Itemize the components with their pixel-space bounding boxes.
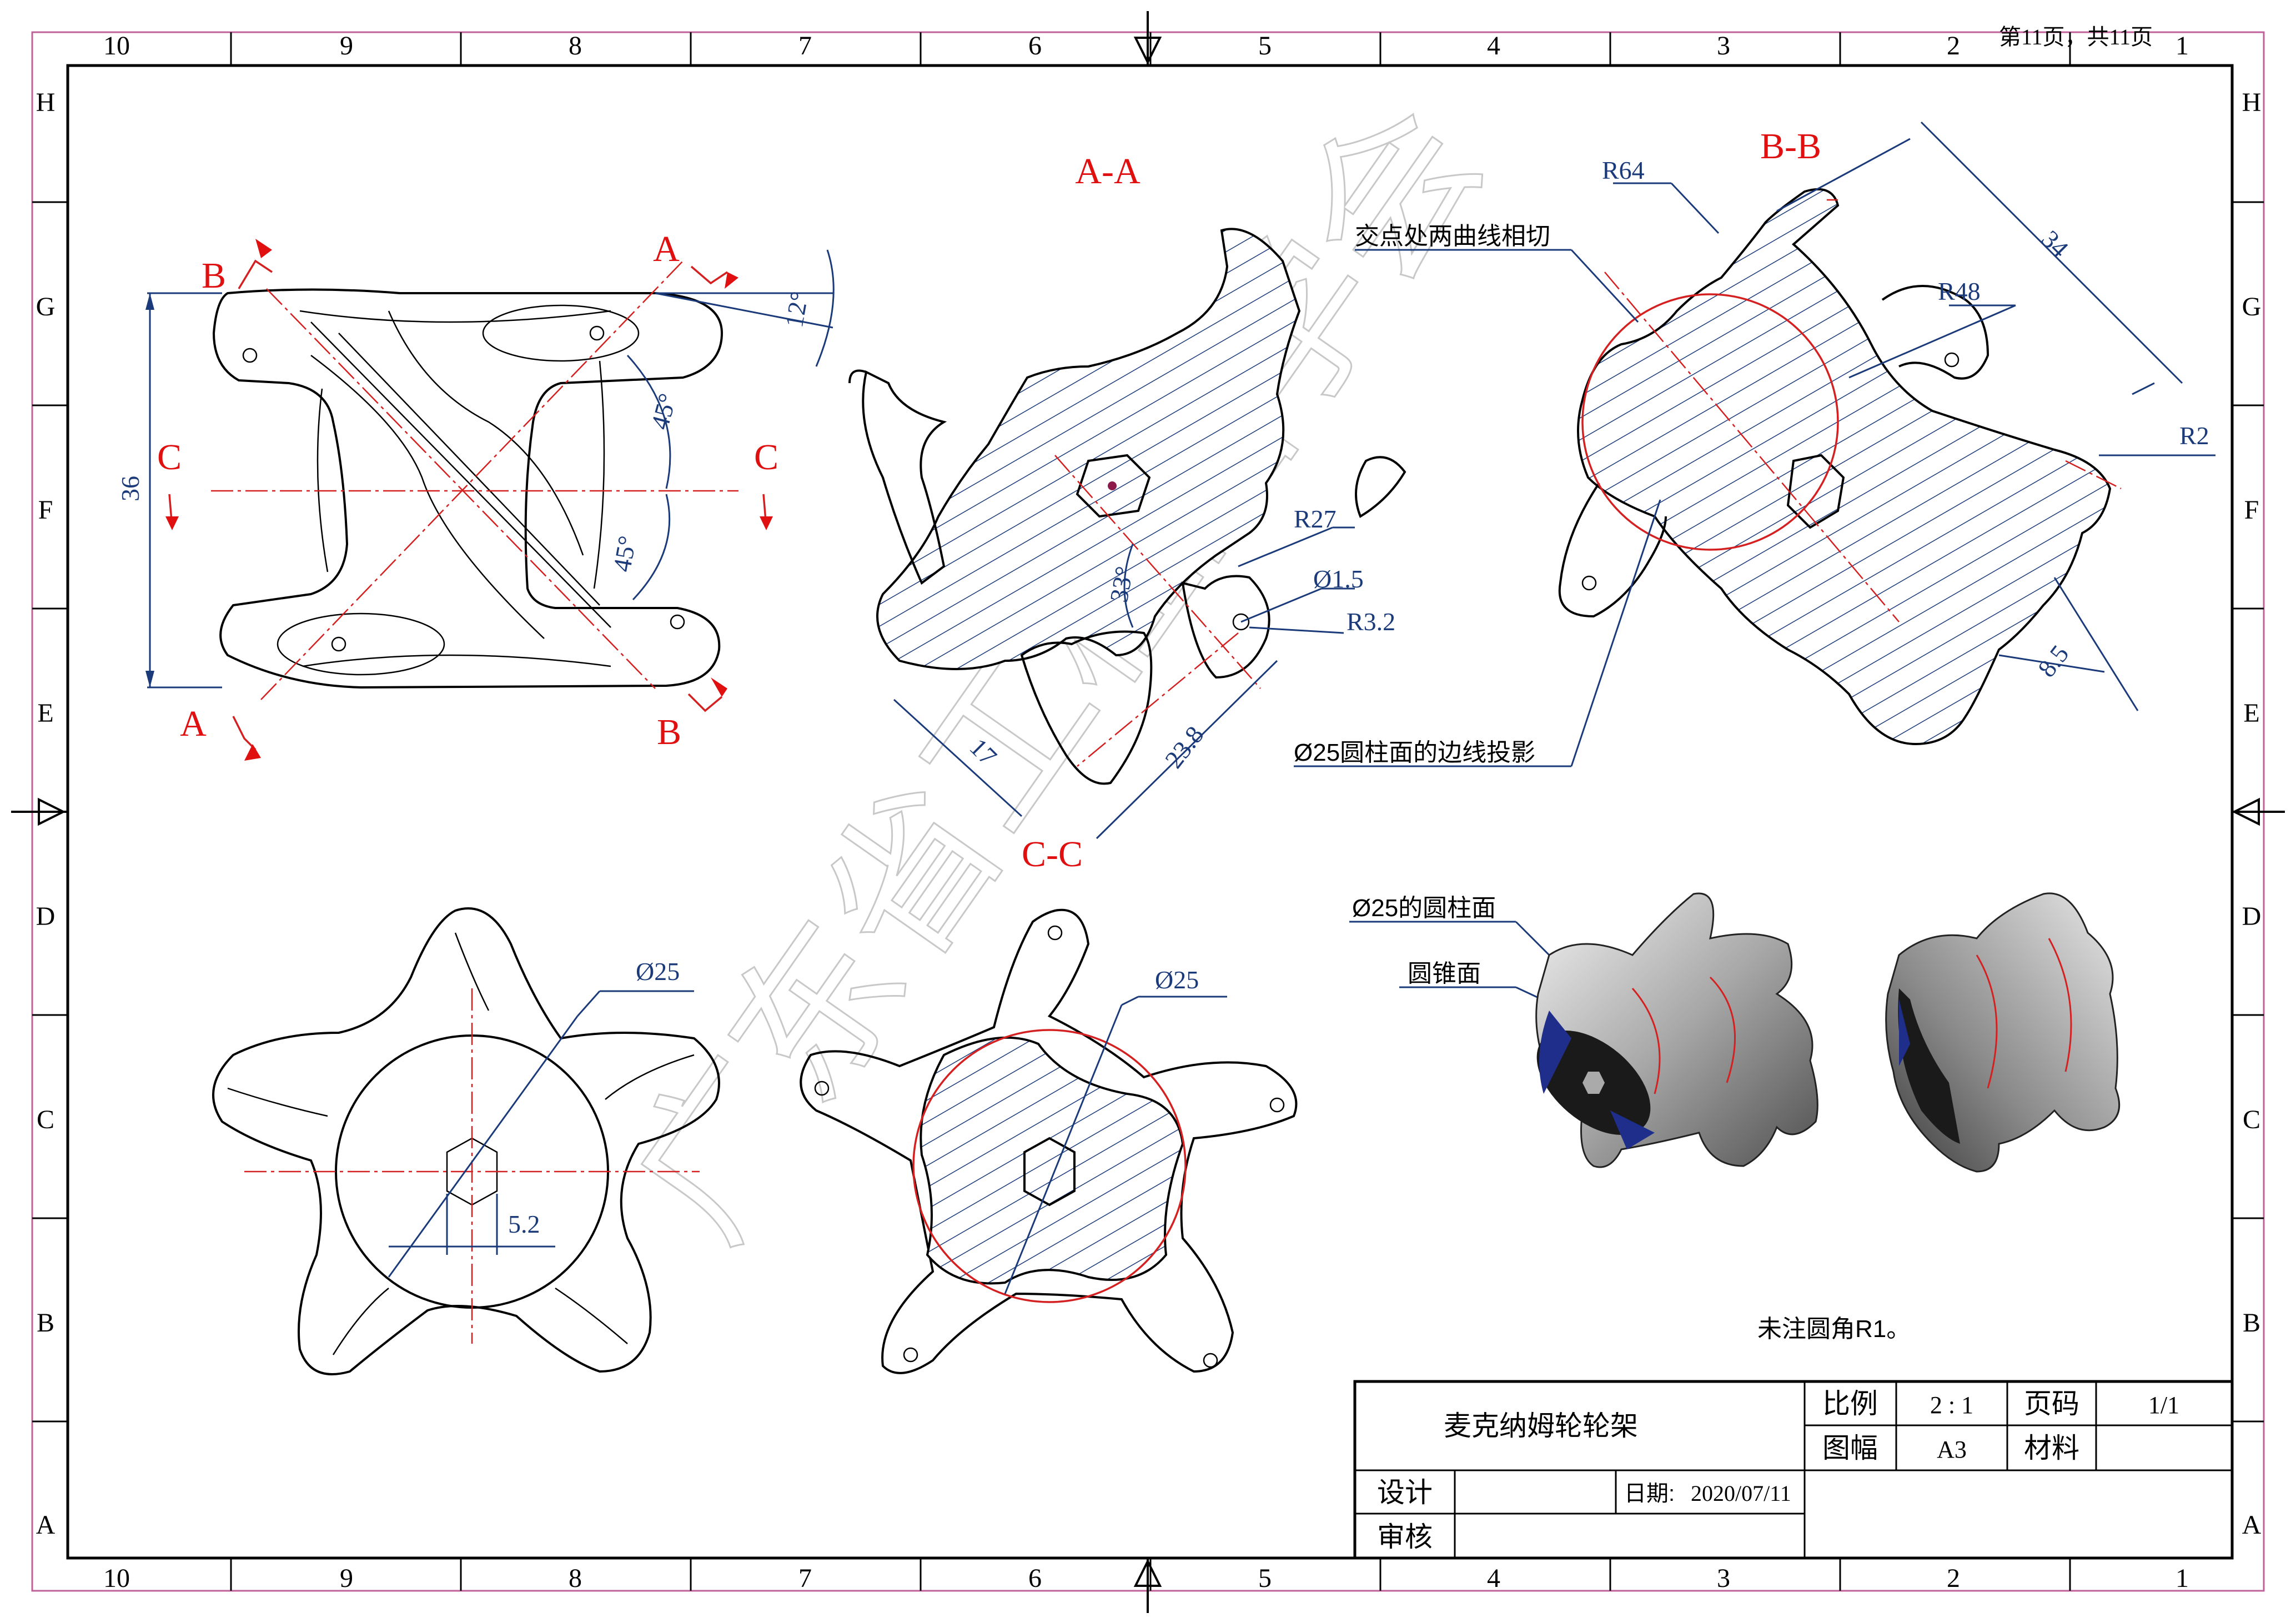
dim-5-2: 5.2: [508, 1210, 540, 1238]
section-title-bb: B-B: [1760, 126, 1821, 167]
note-cone-face: 圆锥面: [1408, 960, 1481, 987]
zone-labels-top: 10 9 8 7 6 5 4 3 2 1: [103, 31, 2189, 61]
zone-col-7: 7: [798, 1564, 812, 1593]
front-view: [145, 239, 835, 761]
zone-row-b: B: [37, 1308, 54, 1338]
dim-45-deg-lower: 45°: [607, 534, 641, 574]
dim-r48: R48: [1938, 277, 1981, 305]
page-value: 1/1: [2148, 1391, 2179, 1419]
reviewer-label: 审核: [1377, 1521, 1433, 1552]
scale-label: 比例: [1822, 1388, 1878, 1419]
dim-dia-25-right: Ø25: [1155, 966, 1199, 994]
zone-col-2: 2: [1947, 1564, 1960, 1593]
date-label: 日期:: [1624, 1481, 1675, 1506]
zone-col-5: 5: [1258, 1564, 1272, 1593]
zone-col-7: 7: [798, 31, 812, 61]
note-edge-projection: Ø25圆柱面的边线投影: [1294, 739, 1535, 766]
section-mark-c-right: C: [754, 437, 778, 478]
dim-23-8: 23.8: [1159, 721, 1209, 773]
zone-col-8: 8: [569, 31, 582, 61]
zone-col-4: 4: [1487, 1564, 1500, 1593]
dim-dia-25-left: Ø25: [636, 957, 680, 986]
zone-col-4: 4: [1487, 31, 1500, 61]
zone-row-c: C: [37, 1105, 54, 1134]
zone-row-g: G: [2242, 292, 2262, 321]
zone-col-5: 5: [1258, 31, 1272, 61]
zone-labels-left: H G F E D C B A: [36, 88, 56, 1540]
note-tangent: 交点处两曲线相切: [1355, 223, 1550, 250]
zone-col-9: 9: [340, 31, 353, 61]
dim-12-deg: 12°: [780, 289, 813, 329]
dim-r3-2: R3.2: [1347, 607, 1395, 636]
section-aa-view: [848, 228, 1406, 840]
zone-row-h: H: [36, 88, 56, 117]
format-value: A3: [1937, 1436, 1967, 1463]
drawing-title: 麦克纳姆轮轮架: [1444, 1410, 1638, 1441]
zone-col-2: 2: [1947, 31, 1960, 61]
section-mark-b-bottom: B: [657, 712, 681, 752]
zone-row-d: D: [2242, 902, 2262, 931]
date-value: 2020/07/11: [1691, 1481, 1791, 1506]
zone-col-6: 6: [1028, 31, 1042, 61]
zone-labels-right: H G F E D C B A: [2242, 88, 2262, 1540]
zone-row-b: B: [2243, 1308, 2260, 1338]
iso-render-left: [1535, 892, 1818, 1168]
zone-row-h: H: [2242, 88, 2262, 117]
dim-45-deg-upper: 45°: [645, 390, 682, 432]
note-fillet: 未注圆角R1。: [1757, 1315, 1911, 1343]
dim-33-deg: 33°: [1104, 564, 1138, 604]
zone-row-e: E: [2243, 699, 2259, 728]
zone-labels-bottom: 10 9 8 7 6 5 4 3 2 1: [103, 1564, 2189, 1593]
star-view-section: [800, 908, 1298, 1374]
section-title-cc: C-C: [1022, 834, 1083, 875]
zone-col-9: 9: [340, 1564, 353, 1593]
dim-r64: R64: [1602, 156, 1645, 184]
zone-row-e: E: [37, 699, 53, 728]
section-bb-view: [1558, 121, 2215, 746]
zone-col-3: 3: [1717, 1564, 1730, 1593]
section-mark-b-top: B: [202, 255, 226, 296]
page-info: 第11页，共11页: [1999, 24, 2153, 49]
zone-col-10: 10: [103, 1564, 130, 1593]
zone-col-3: 3: [1717, 31, 1730, 61]
section-mark-a-top: A: [653, 229, 680, 269]
zone-row-a: A: [36, 1510, 56, 1540]
zone-col-1: 1: [2176, 1564, 2189, 1593]
zone-row-g: G: [36, 292, 56, 321]
title-block: [1353, 1380, 2234, 1560]
zone-row-f: F: [2244, 495, 2259, 525]
page-label: 页码: [2024, 1388, 2079, 1419]
dim-dia-1-5: Ø1.5: [1313, 565, 1364, 593]
section-mark-a-bottom: A: [180, 704, 207, 744]
zone-col-10: 10: [103, 31, 130, 61]
zone-row-a: A: [2242, 1510, 2262, 1540]
star-view-left: [212, 907, 720, 1375]
scale-value: 2 : 1: [1930, 1391, 1973, 1419]
note-cylinder-face: Ø25的圆柱面: [1352, 895, 1496, 922]
dim-36: 36: [116, 476, 144, 501]
dim-r27: R27: [1294, 505, 1337, 533]
zone-col-8: 8: [569, 1564, 582, 1593]
dim-r2: R2: [2179, 421, 2209, 450]
section-mark-c-left: C: [157, 437, 182, 478]
zone-row-c: C: [2243, 1105, 2260, 1134]
zone-col-6: 6: [1028, 1564, 1042, 1593]
zone-col-1: 1: [2176, 31, 2189, 61]
section-title-aa: A-A: [1075, 151, 1141, 192]
zone-row-f: F: [38, 495, 53, 525]
dim-8-5: 8.5: [2032, 640, 2074, 682]
dim-34: 34: [2036, 225, 2074, 263]
format-label: 图幅: [1822, 1433, 1878, 1464]
designer-label: 设计: [1377, 1477, 1433, 1508]
material-label: 材料: [2024, 1433, 2079, 1464]
iso-render-right: [1885, 892, 2121, 1173]
sheet-frame: [11, 11, 2285, 1613]
zone-row-d: D: [36, 902, 56, 931]
